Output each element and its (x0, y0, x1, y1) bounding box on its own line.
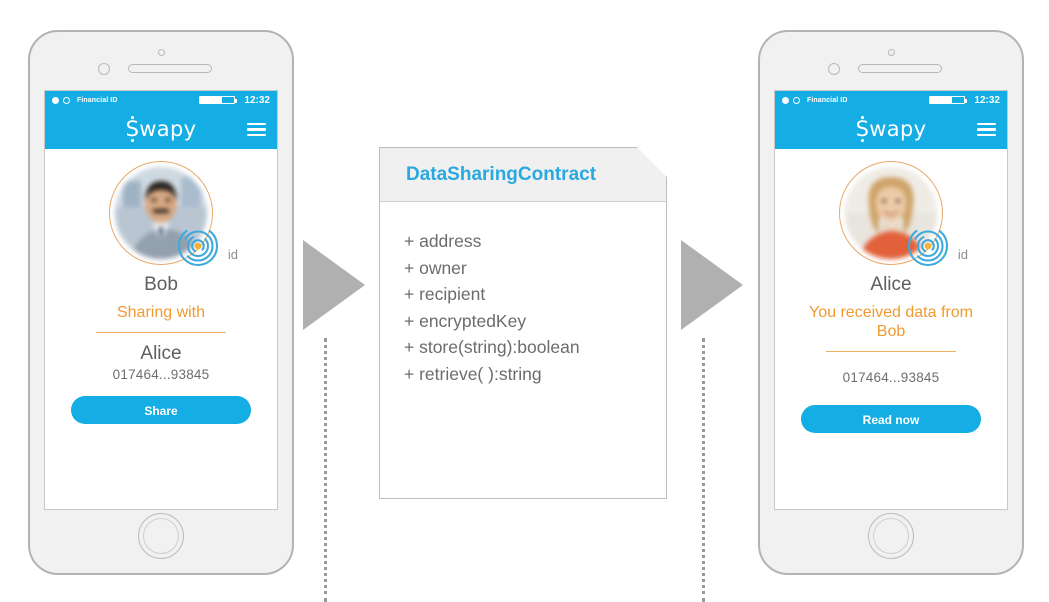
clock-label: 12:32 (974, 94, 1000, 106)
home-button[interactable] (868, 513, 914, 559)
contract-card: DataSharingContract + address + owner + … (379, 147, 667, 499)
earpiece-speaker-icon (858, 64, 942, 73)
swapy-logo: Swapy (855, 116, 927, 142)
clock-label: 12:32 (244, 94, 270, 106)
battery-icon (199, 96, 238, 104)
logo-dot-top-icon (861, 116, 864, 119)
avatar-ring (109, 161, 213, 265)
contract-member: + store(string):boolean (404, 337, 580, 357)
received-status-label: You received data from Bob (809, 304, 973, 340)
swapy-logo: Swapy (125, 116, 197, 142)
hamburger-menu-icon[interactable] (247, 123, 266, 136)
wallet-address-label: 017464...93845 (112, 367, 210, 383)
front-camera-icon (98, 63, 110, 75)
earpiece-speaker-icon (128, 64, 212, 73)
battery-icon (929, 96, 968, 104)
share-button[interactable]: Share (71, 396, 251, 425)
divider (96, 332, 226, 334)
divider (826, 351, 956, 353)
read-now-button[interactable]: Read now (801, 405, 981, 434)
home-button[interactable] (138, 513, 184, 559)
front-camera-icon (828, 63, 840, 75)
flow-arrow-to-contract (303, 240, 365, 330)
app-content-bob: id Bob Sharing with Alice 017464...93845… (45, 149, 277, 425)
logo-dot-top-icon (131, 116, 134, 119)
logo-text: Swapy (855, 117, 927, 141)
phone-top-bezel (30, 32, 292, 94)
filled-circle-icon (52, 96, 59, 104)
hamburger-menu-icon[interactable] (977, 123, 996, 136)
user-name-label: Bob (144, 274, 178, 295)
status-bar: Financial ID 12:32 (45, 91, 277, 109)
fingerprint-icon (907, 225, 949, 267)
contract-member: + recipient (404, 284, 486, 304)
id-badge-label: id (227, 247, 238, 262)
outline-circle-icon (63, 96, 70, 104)
app-bar: Swapy (45, 109, 277, 149)
flow-arrow-to-alice (681, 240, 743, 330)
id-badge-label: id (957, 247, 968, 262)
fingerprint-icon (177, 225, 219, 267)
carrier-label: Financial ID (807, 96, 848, 104)
user-name-label: Alice (870, 274, 912, 295)
contract-header: DataSharingContract (380, 148, 666, 202)
contract-title: DataSharingContract (406, 163, 597, 185)
sharing-status-label: Sharing with (116, 304, 206, 321)
outline-circle-icon (793, 96, 800, 104)
blockchain-timeline-right (702, 338, 708, 602)
carrier-label: Financial ID (77, 96, 118, 104)
logo-dot-bottom-icon (861, 139, 864, 142)
app-content-alice: id Alice You received data from Bob 0174… (775, 149, 1007, 434)
phone-top-bezel (760, 32, 1022, 94)
contract-member: + retrieve( ):string (404, 363, 542, 384)
status-bar: Financial ID 12:32 (775, 91, 1007, 109)
blockchain-timeline-left (324, 338, 330, 602)
app-bar: Swapy (775, 109, 1007, 149)
contract-member: + encryptedKey (404, 310, 527, 331)
avatar-ring (839, 161, 943, 265)
avatar: id (109, 161, 238, 267)
phone-device-alice: Financial ID 12:32 Swapy (758, 30, 1024, 575)
phone-screen-bob: Financial ID 12:32 Swapy (44, 90, 278, 510)
phone-device-bob: Financial ID 12:32 Swapy (28, 30, 294, 575)
phone-screen-alice: Financial ID 12:32 Swapy (774, 90, 1008, 510)
contract-member: + address (404, 231, 482, 251)
proximity-sensor-icon (157, 49, 165, 56)
filled-circle-icon (782, 96, 789, 104)
peer-name-label: Alice (140, 343, 182, 365)
page-fold-corner-icon (637, 147, 667, 177)
contract-members-list: + address + owner + recipient + encrypte… (380, 202, 666, 387)
logo-dot-bottom-icon (131, 139, 134, 142)
proximity-sensor-icon (887, 49, 895, 56)
avatar: id (839, 161, 968, 267)
wallet-address-label: 017464...93845 (842, 370, 940, 386)
contract-member: + owner (404, 257, 467, 278)
logo-text: Swapy (125, 117, 197, 141)
